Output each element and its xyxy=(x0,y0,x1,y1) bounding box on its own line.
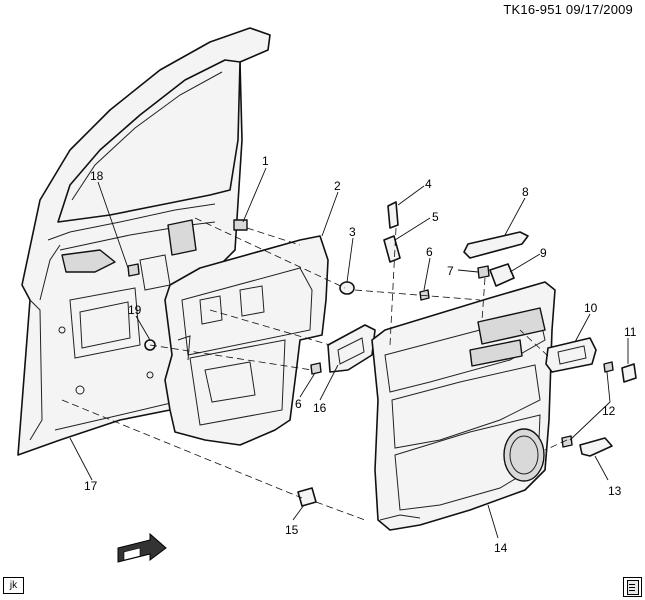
callout-14: 14 xyxy=(494,541,508,555)
diagram-header: TK16-951 09/17/2009 xyxy=(503,2,633,17)
callout-15: 15 xyxy=(285,523,299,537)
lock-switch-bezel xyxy=(383,235,401,263)
courtesy-lamp-lens xyxy=(579,437,613,457)
wiring-connector xyxy=(127,263,140,277)
callout-5: 5 xyxy=(432,210,439,224)
retainer-clip xyxy=(233,219,248,231)
callout-6-lower: 6 xyxy=(295,397,302,411)
handle-cover xyxy=(621,363,637,383)
screw-lower xyxy=(310,362,322,375)
callout-4: 4 xyxy=(425,177,432,191)
diagram-code: TK16-951 xyxy=(503,2,563,17)
callout-11: 11 xyxy=(624,325,637,339)
water-deflector-panel xyxy=(164,235,329,446)
callout-17: 17 xyxy=(84,479,98,493)
clip-fastener xyxy=(477,265,490,279)
diagram-date: 09/17/2009 xyxy=(565,2,633,17)
callout-6-upper: 6 xyxy=(426,245,433,259)
callout-16: 16 xyxy=(313,401,327,415)
pull-handle xyxy=(545,337,597,373)
callout-9: 9 xyxy=(540,246,547,260)
screw-trim-lower xyxy=(561,435,573,448)
service-manual-icon xyxy=(623,577,642,597)
drafter-initials: jk xyxy=(3,577,24,594)
view-direction-arrow-icon xyxy=(117,532,167,563)
callout-18: 18 xyxy=(90,169,104,183)
callout-8: 8 xyxy=(522,185,529,199)
callout-13: 13 xyxy=(608,484,622,498)
screw-handle xyxy=(603,361,614,373)
callout-3: 3 xyxy=(349,225,356,239)
window-switch xyxy=(489,263,515,287)
trim-retainer xyxy=(297,487,317,507)
callout-2: 2 xyxy=(334,179,341,193)
switch-bracket xyxy=(327,324,376,373)
callout-19: 19 xyxy=(128,303,142,317)
callout-1: 1 xyxy=(262,154,269,168)
push-pin-retainer xyxy=(339,281,355,295)
lock-switch xyxy=(387,201,399,229)
door-trim-panel xyxy=(371,281,556,531)
callout-12: 12 xyxy=(602,404,616,418)
handle-bezel xyxy=(463,231,529,259)
callout-7: 7 xyxy=(447,264,454,278)
callout-10: 10 xyxy=(584,301,598,315)
screw-upper xyxy=(419,289,430,301)
